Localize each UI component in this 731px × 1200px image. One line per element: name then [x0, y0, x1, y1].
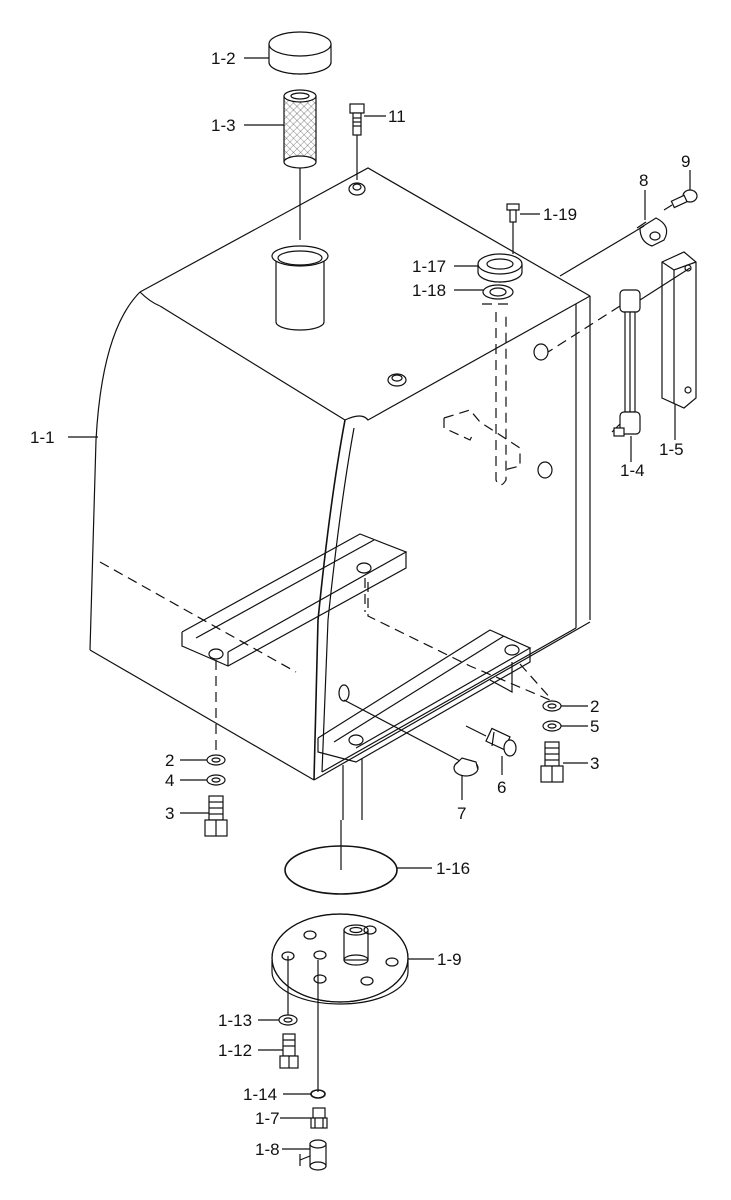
- leader-lines: [68, 57, 691, 1150]
- tank-body: [89, 167, 591, 820]
- nipple-1-7: [310, 1107, 328, 1129]
- washer-4-left: [206, 774, 226, 786]
- callout-1-2: 1-2: [211, 49, 236, 68]
- callout-1-5: 1-5: [659, 440, 684, 459]
- washer-2-left: [206, 754, 226, 766]
- callout-1-7: 1-7: [255, 1109, 280, 1128]
- callout-1-12: 1-12: [218, 1041, 252, 1060]
- strainer: [283, 89, 317, 169]
- callout-2-right: 2: [590, 697, 599, 716]
- callout-1-3: 1-3: [211, 116, 236, 135]
- washer-2-right: [542, 700, 562, 712]
- screw-9: [663, 189, 698, 211]
- callout-1-13: 1-13: [218, 1011, 252, 1030]
- callout-1-14: 1-14: [243, 1085, 277, 1104]
- bracket-1-5: [661, 251, 697, 409]
- callout-7: 7: [457, 804, 466, 823]
- callout-1-17: 1-17: [412, 257, 446, 276]
- gasket-1-18: [482, 284, 514, 305]
- washer-1-13: [278, 1014, 298, 1026]
- bolt-3-left: [204, 795, 228, 837]
- sight-gauge-1-4: [547, 267, 691, 437]
- callout-1-8: 1-8: [255, 1140, 280, 1159]
- callout-9: 9: [681, 152, 690, 171]
- washer-5-right: [542, 720, 562, 732]
- callout-1-16: 1-16: [436, 859, 470, 878]
- bolt-3-right: [540, 741, 564, 783]
- level-gauge-flange: [477, 253, 523, 283]
- fitting-6: [485, 727, 517, 757]
- bolt-11: [349, 103, 365, 180]
- callout-5: 5: [590, 717, 599, 736]
- callout-6: 6: [497, 778, 506, 797]
- clamp-8: [636, 217, 668, 247]
- callout-4: 4: [165, 771, 174, 790]
- callout-8: 8: [639, 171, 648, 190]
- cover-plate-1-9: [271, 913, 409, 1005]
- callout-1-4: 1-4: [620, 461, 645, 480]
- plug-7: [453, 757, 479, 777]
- callout-1-1: 1-1: [30, 428, 55, 447]
- callout-2-left: 2: [165, 751, 174, 770]
- valve-1-8: [299, 1139, 327, 1171]
- left-mount-rail: [181, 533, 408, 667]
- bolt-1-12: [279, 1033, 299, 1069]
- callout-labels: 1-2 1-3 11 9 8 1-19 1-17 1-18 1-1 1-5 1-…: [30, 49, 690, 1159]
- callout-1-18: 1-18: [412, 281, 446, 300]
- callout-3-left: 3: [165, 804, 174, 823]
- right-mount-rail: [317, 629, 532, 763]
- filler-neck: [271, 245, 329, 331]
- filler-cap: [268, 31, 332, 75]
- screw-1-19: [506, 203, 520, 254]
- callout-3-right: 3: [590, 754, 599, 773]
- callout-1-9: 1-9: [437, 950, 462, 969]
- callout-11: 11: [388, 107, 406, 126]
- callout-1-19: 1-19: [543, 205, 577, 224]
